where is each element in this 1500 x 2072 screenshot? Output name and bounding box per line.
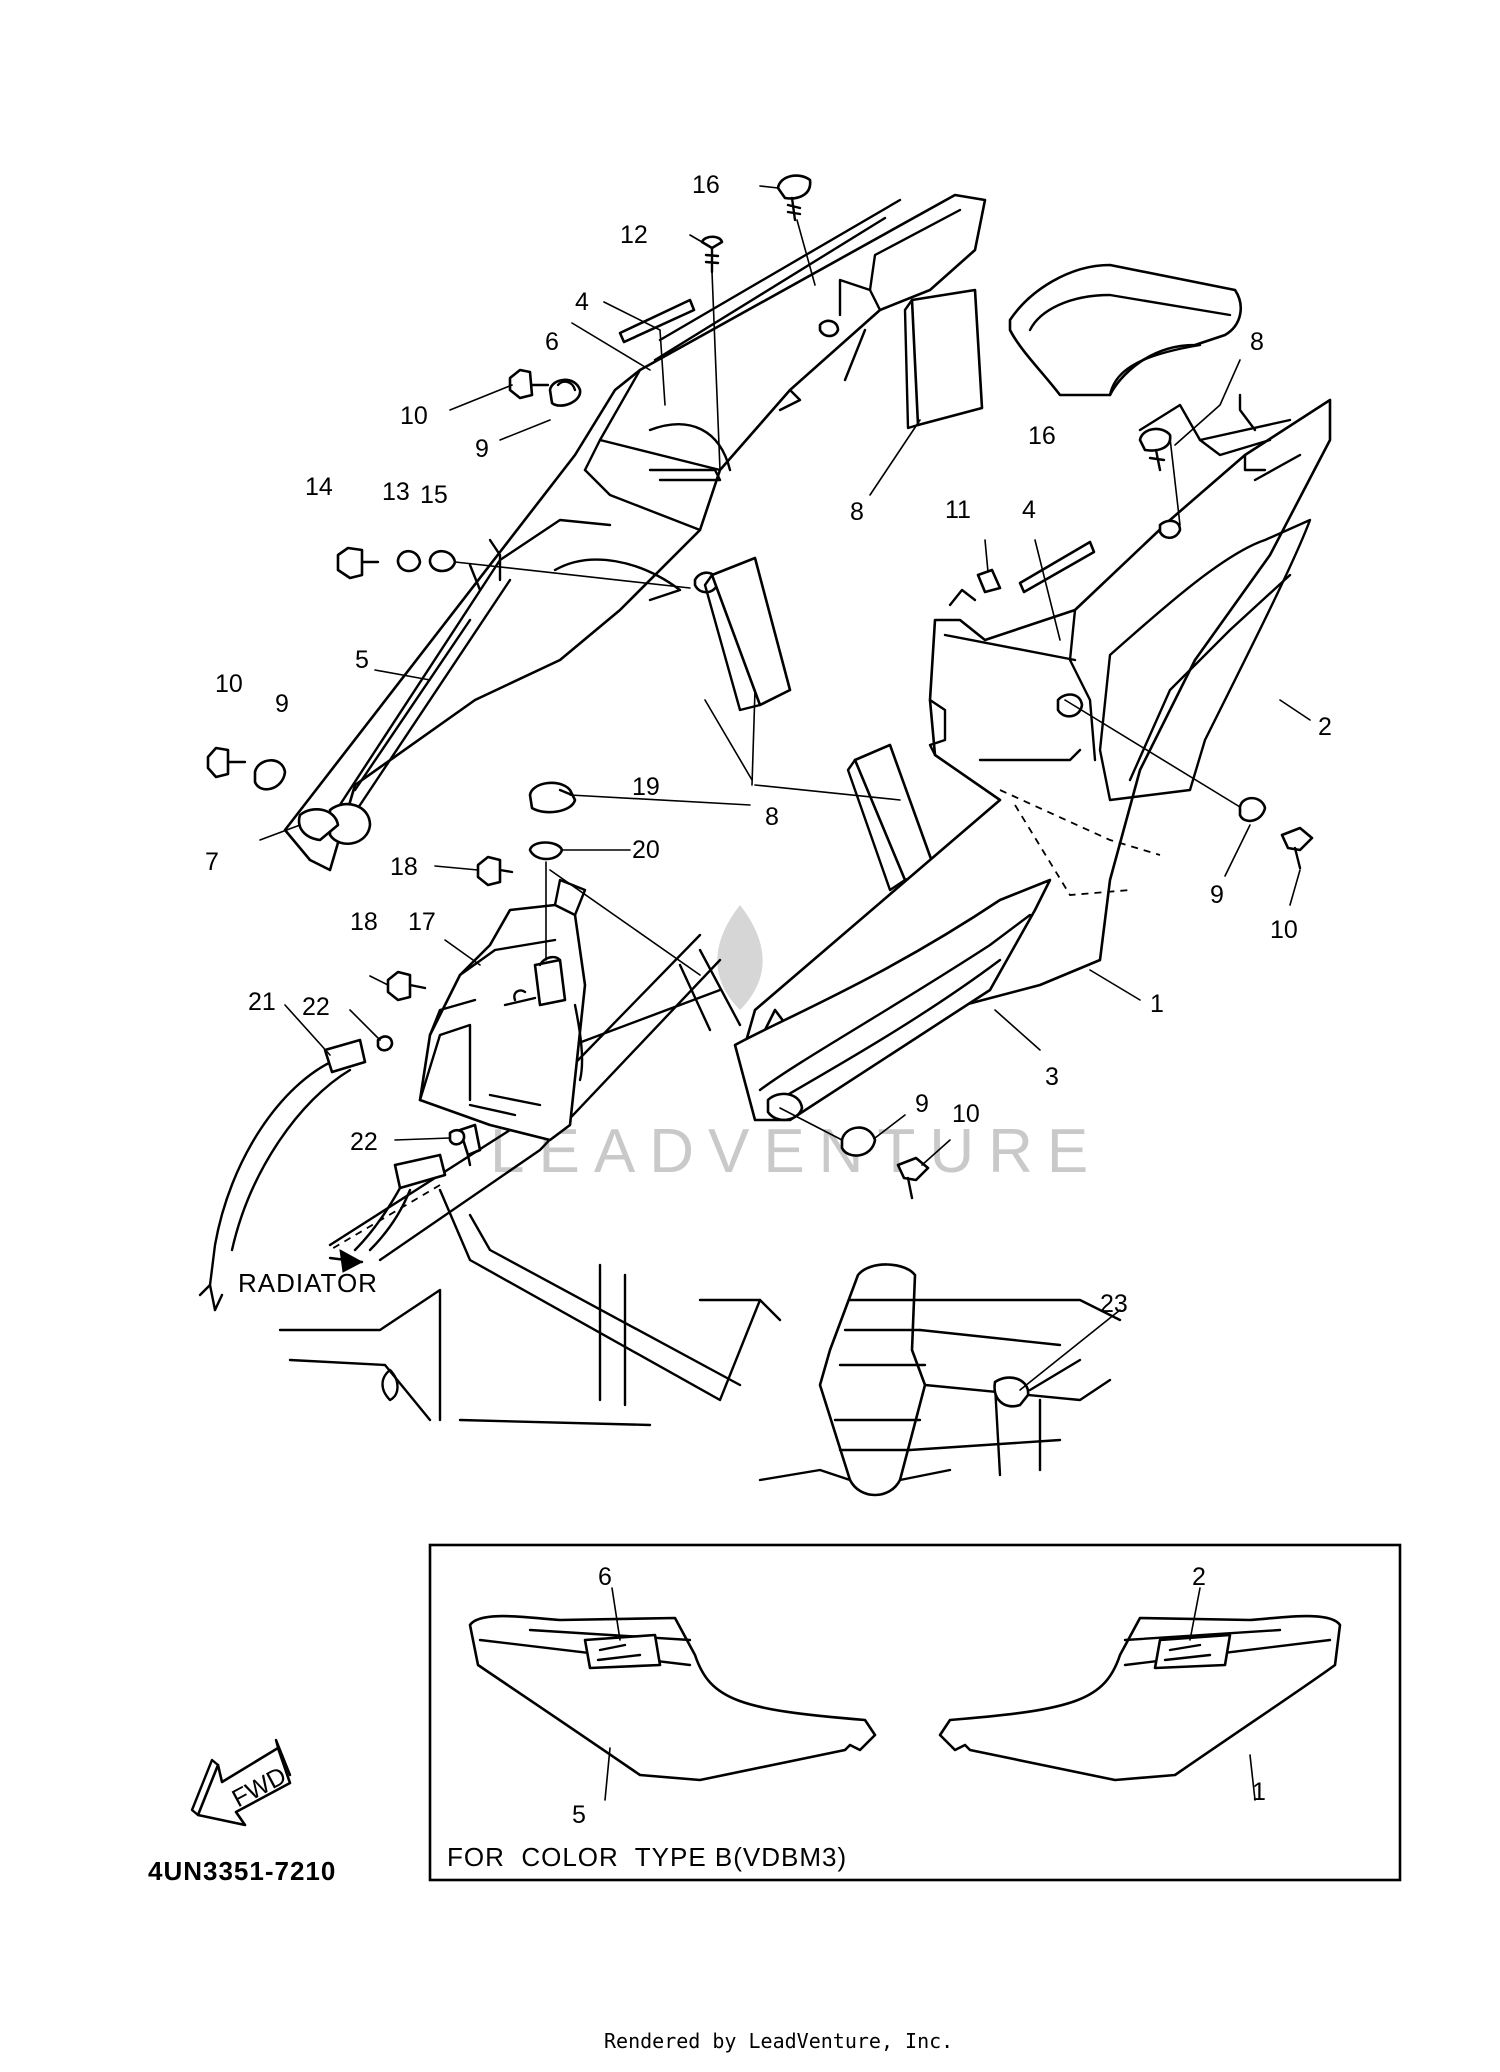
callout-22-top: 22 bbox=[302, 993, 330, 1021]
callout-23: 23 bbox=[1100, 1290, 1128, 1318]
callout-13: 13 bbox=[382, 478, 410, 506]
color-type-inset: 6 2 5 1 FOR COLOR TYPE B(VDBM3) bbox=[428, 1543, 1402, 1882]
callout-15: 15 bbox=[420, 481, 448, 509]
coolant-reservoir-illustration bbox=[418, 878, 587, 1167]
callout-labels: 16 12 4 6 10 9 14 13 15 5 10 9 7 8 8 16 … bbox=[205, 171, 1332, 1318]
callout-6: 6 bbox=[545, 328, 559, 356]
inset-label-5: 5 bbox=[572, 1801, 586, 1829]
inset-label-6: 6 bbox=[598, 1563, 612, 1591]
fasteners-illustration bbox=[206, 174, 1314, 1200]
fwd-arrow-icon: FWD bbox=[190, 1738, 292, 1827]
seat-illustration bbox=[1008, 263, 1243, 397]
callout-9-top: 9 bbox=[475, 435, 489, 463]
steering-head-illustration bbox=[758, 1263, 1122, 1497]
leader-lines bbox=[259, 185, 1311, 1391]
callout-8-bottom: 8 bbox=[765, 803, 779, 831]
diagram-code: 4UN3351-7210 bbox=[148, 1856, 336, 1886]
sponge-pads-illustration bbox=[703, 288, 984, 892]
watermark-text: LEADVENTURE bbox=[490, 1117, 1102, 1186]
hose-clamps-illustration bbox=[376, 1035, 466, 1146]
callout-4-right: 4 bbox=[1022, 496, 1036, 524]
callout-16-right: 16 bbox=[1028, 422, 1056, 450]
callout-9-left: 9 bbox=[275, 690, 289, 718]
watermark-flame-icon bbox=[717, 905, 763, 1010]
callout-1: 1 bbox=[1150, 990, 1164, 1018]
callout-7: 7 bbox=[205, 848, 219, 876]
callout-22-bottom: 22 bbox=[350, 1128, 378, 1156]
radiator-label: RADIATOR bbox=[238, 1268, 378, 1298]
callout-10-bottom: 10 bbox=[952, 1100, 980, 1128]
callout-21: 21 bbox=[248, 988, 276, 1016]
callout-5: 5 bbox=[355, 646, 369, 674]
callout-10-right: 10 bbox=[1270, 916, 1298, 944]
inset-caption: FOR COLOR TYPE B(VDBM3) bbox=[447, 1842, 847, 1872]
callout-17: 17 bbox=[408, 908, 436, 936]
callout-2: 2 bbox=[1318, 713, 1332, 741]
callout-9-bottom: 9 bbox=[915, 1090, 929, 1118]
callout-16-top: 16 bbox=[692, 171, 720, 199]
inset-label-2: 2 bbox=[1192, 1563, 1206, 1591]
callout-4-left: 4 bbox=[575, 288, 589, 316]
callout-10-left: 10 bbox=[215, 670, 243, 698]
lower-panel-illustration bbox=[733, 878, 1052, 1122]
callout-19: 19 bbox=[632, 773, 660, 801]
left-side-cover-illustration bbox=[283, 193, 987, 872]
callout-18-left: 18 bbox=[350, 908, 378, 936]
overflow-hose-illustration bbox=[198, 1038, 447, 1312]
right-side-cover-illustration bbox=[738, 393, 1332, 1052]
footer-text: Rendered by LeadVenture, Inc. bbox=[604, 2029, 953, 2053]
callout-14: 14 bbox=[305, 473, 333, 501]
callout-18-top: 18 bbox=[390, 853, 418, 881]
inset-label-1: 1 bbox=[1252, 1778, 1266, 1806]
callout-20: 20 bbox=[632, 836, 660, 864]
callout-10-top: 10 bbox=[400, 402, 428, 430]
callout-3: 3 bbox=[1045, 1063, 1059, 1091]
callout-9-right: 9 bbox=[1210, 881, 1224, 909]
callout-11: 11 bbox=[945, 496, 971, 524]
callout-8-right: 8 bbox=[1250, 328, 1264, 356]
callout-12: 12 bbox=[620, 221, 648, 249]
callout-8-top: 8 bbox=[850, 498, 864, 526]
